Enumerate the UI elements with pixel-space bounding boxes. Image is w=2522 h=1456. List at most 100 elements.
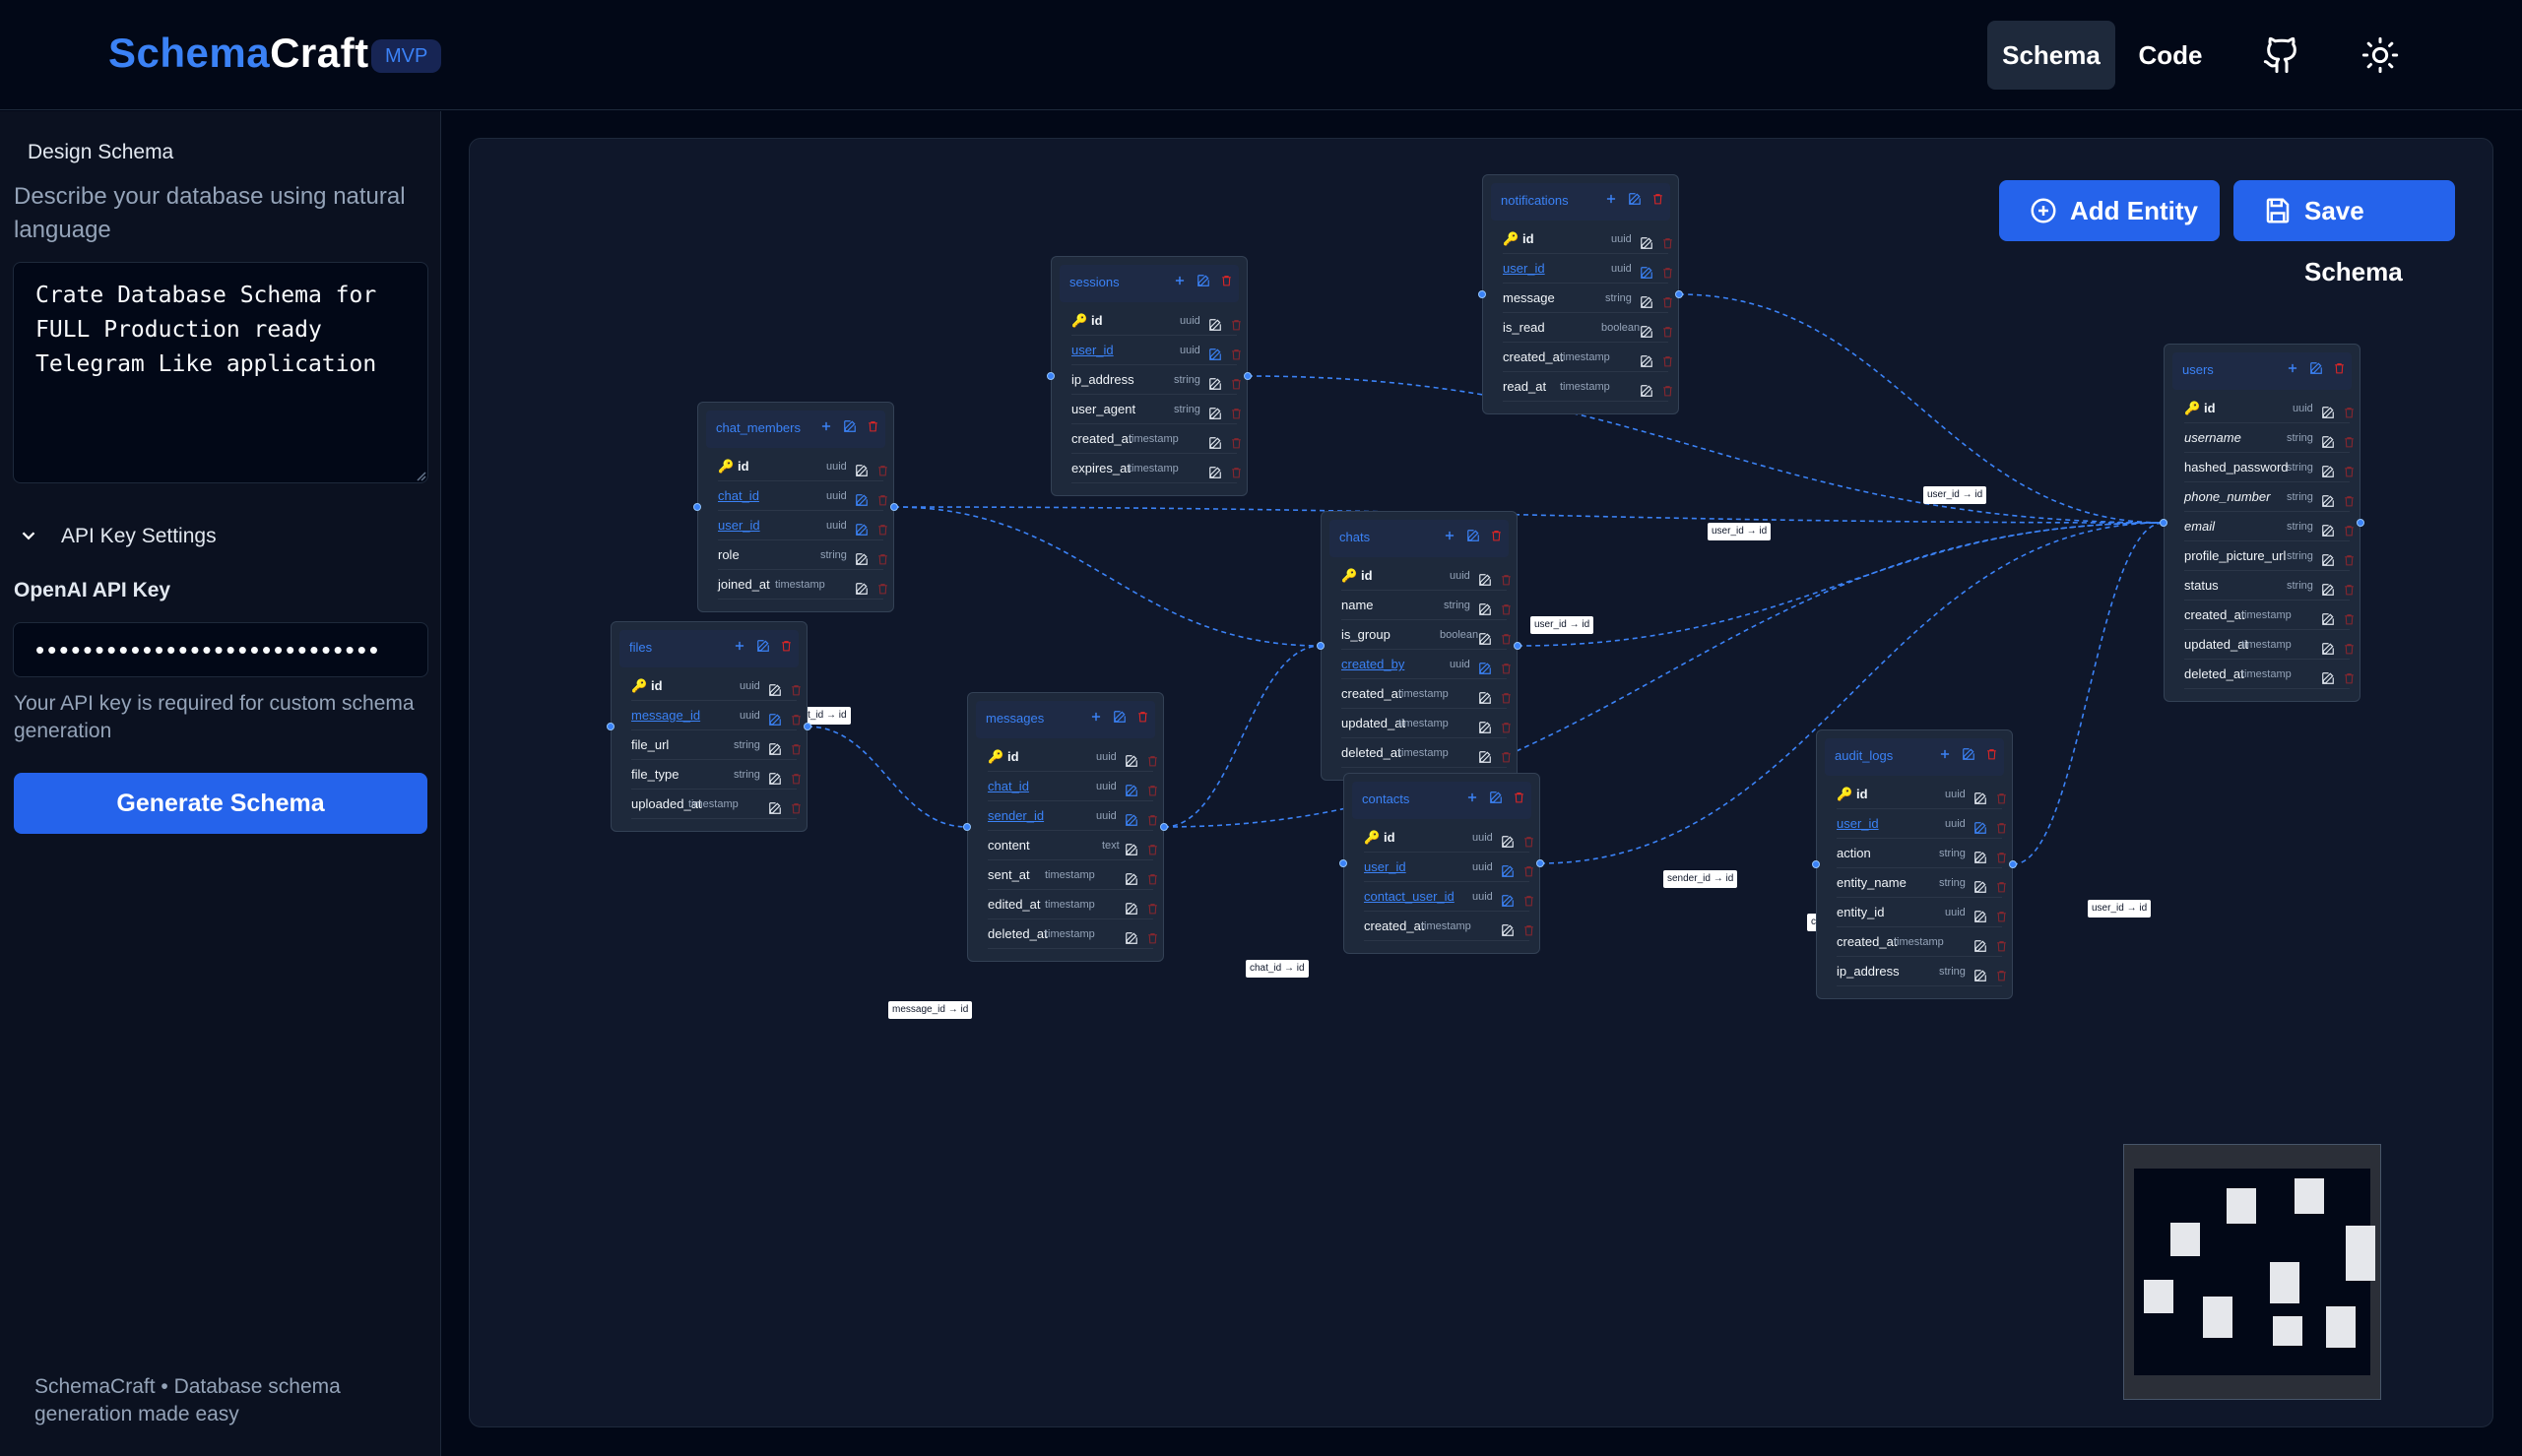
- minimap[interactable]: [2123, 1144, 2381, 1400]
- edit-field-icon[interactable]: [1640, 290, 1653, 320]
- delete-field-icon[interactable]: [1522, 830, 1535, 859]
- delete-field-icon[interactable]: [790, 796, 803, 826]
- add-field-icon[interactable]: [1938, 747, 1952, 766]
- relation-edge[interactable]: [1247, 375, 2165, 524]
- edit-field-icon[interactable]: [768, 678, 782, 708]
- delete-field-icon[interactable]: [1146, 749, 1159, 779]
- edit-field-icon[interactable]: [1125, 926, 1138, 956]
- delete-field-icon[interactable]: [1230, 431, 1243, 461]
- relation-label[interactable]: user_id → id: [1708, 523, 1772, 540]
- edit-entity-icon[interactable]: [756, 639, 770, 658]
- delete-field-icon[interactable]: [1500, 716, 1513, 745]
- entity-header[interactable]: messages: [976, 701, 1155, 738]
- delete-field-icon[interactable]: [876, 547, 889, 577]
- api-key-input[interactable]: •••••••••••••••••••••••••••••: [13, 622, 428, 677]
- edit-field-icon[interactable]: [1501, 889, 1515, 918]
- edit-field-icon[interactable]: [1973, 905, 1987, 934]
- delete-field-icon[interactable]: [1661, 320, 1674, 349]
- entity-name[interactable]: chat_members: [716, 420, 801, 435]
- add-field-icon[interactable]: [1089, 710, 1103, 728]
- entity-handle-right[interactable]: [1514, 642, 1521, 650]
- relation-label[interactable]: sender_id → id: [1663, 870, 1738, 888]
- app-logo[interactable]: SchemaCraft: [108, 30, 369, 76]
- edit-field-icon[interactable]: [1501, 859, 1515, 889]
- delete-field-icon[interactable]: [1500, 657, 1513, 686]
- entity-header[interactable]: chats: [1329, 520, 1509, 557]
- relation-edge[interactable]: [1517, 522, 2165, 647]
- edit-field-icon[interactable]: [768, 737, 782, 767]
- delete-entity-icon[interactable]: [2333, 361, 2346, 380]
- edit-field-icon[interactable]: [1125, 749, 1138, 779]
- edit-field-icon[interactable]: [855, 577, 869, 606]
- delete-field-icon[interactable]: [790, 767, 803, 796]
- relation-edge[interactable]: [1678, 293, 2165, 524]
- delete-field-icon[interactable]: [1661, 290, 1674, 320]
- delete-field-icon[interactable]: [1995, 875, 2008, 905]
- delete-field-icon[interactable]: [1995, 905, 2008, 934]
- entity-handle-right[interactable]: [2357, 519, 2364, 527]
- delete-field-icon[interactable]: [1500, 598, 1513, 627]
- entity-handle-left[interactable]: [963, 823, 971, 831]
- delete-entity-icon[interactable]: [1513, 791, 1525, 809]
- edit-field-icon[interactable]: [1208, 343, 1222, 372]
- edit-field-icon[interactable]: [768, 708, 782, 737]
- delete-field-icon[interactable]: [876, 577, 889, 606]
- relation-edge[interactable]: [1539, 522, 2165, 864]
- delete-field-icon[interactable]: [790, 708, 803, 737]
- edit-field-icon[interactable]: [1208, 431, 1222, 461]
- entity-handle-right[interactable]: [1536, 859, 1544, 867]
- delete-field-icon[interactable]: [1146, 926, 1159, 956]
- edit-field-icon[interactable]: [1973, 934, 1987, 964]
- entity-handle-right[interactable]: [1160, 823, 1168, 831]
- edit-field-icon[interactable]: [1125, 779, 1138, 808]
- edit-field-icon[interactable]: [1640, 261, 1653, 290]
- edit-field-icon[interactable]: [1973, 964, 1987, 993]
- delete-field-icon[interactable]: [1522, 918, 1535, 948]
- sun-icon[interactable]: [2360, 35, 2400, 75]
- save-schema-button[interactable]: Save Schema: [2233, 180, 2455, 286]
- relation-label[interactable]: user_id → id: [1923, 486, 1987, 504]
- relation-label[interactable]: user_id → id: [1530, 616, 1594, 634]
- delete-field-icon[interactable]: [2343, 489, 2356, 519]
- edit-field-icon[interactable]: [1973, 816, 1987, 846]
- delete-field-icon[interactable]: [1146, 779, 1159, 808]
- edit-entity-icon[interactable]: [1196, 274, 1210, 292]
- relation-edge[interactable]: [1163, 522, 2165, 828]
- edit-field-icon[interactable]: [855, 459, 869, 488]
- delete-field-icon[interactable]: [2343, 460, 2356, 489]
- delete-field-icon[interactable]: [1230, 343, 1243, 372]
- delete-entity-icon[interactable]: [1651, 192, 1664, 211]
- relation-label[interactable]: message_id → id: [888, 1001, 973, 1019]
- delete-field-icon[interactable]: [2343, 607, 2356, 637]
- entity-name[interactable]: sessions: [1069, 275, 1120, 289]
- delete-field-icon[interactable]: [876, 518, 889, 547]
- delete-field-icon[interactable]: [1995, 964, 2008, 993]
- delete-field-icon[interactable]: [2343, 548, 2356, 578]
- edit-field-icon[interactable]: [2321, 548, 2335, 578]
- add-field-icon[interactable]: [2286, 361, 2299, 380]
- delete-entity-icon[interactable]: [780, 639, 793, 658]
- delete-field-icon[interactable]: [2343, 401, 2356, 430]
- edit-field-icon[interactable]: [1208, 313, 1222, 343]
- edit-entity-icon[interactable]: [2309, 361, 2323, 380]
- delete-field-icon[interactable]: [1146, 897, 1159, 926]
- edit-field-icon[interactable]: [1640, 320, 1653, 349]
- entity-handle-left[interactable]: [1478, 290, 1486, 298]
- edit-field-icon[interactable]: [1501, 830, 1515, 859]
- add-field-icon[interactable]: [1604, 192, 1618, 211]
- relation-edge[interactable]: [2012, 522, 2165, 865]
- relation-edge[interactable]: [893, 506, 1322, 647]
- edit-field-icon[interactable]: [855, 518, 869, 547]
- entity-handle-left[interactable]: [1339, 859, 1347, 867]
- entity-header[interactable]: chat_members: [706, 411, 885, 448]
- entity-name[interactable]: audit_logs: [1835, 748, 1894, 763]
- delete-field-icon[interactable]: [2343, 637, 2356, 666]
- edit-entity-icon[interactable]: [1628, 192, 1642, 211]
- entity-handle-right[interactable]: [1244, 372, 1252, 380]
